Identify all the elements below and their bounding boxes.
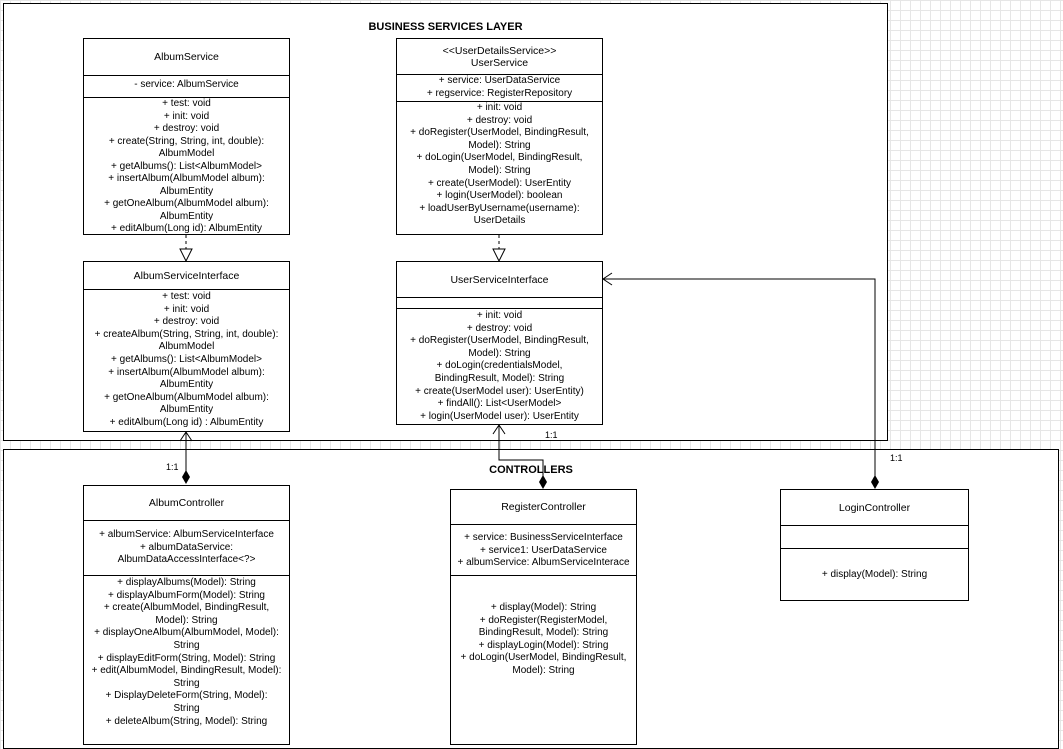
register-controller-name: RegisterController xyxy=(501,501,586,513)
album-service-interface-class[interactable]: AlbumServiceInterface + test: void + ini… xyxy=(83,261,290,432)
user-service-stereotype: <<UserDetailsService>> xyxy=(442,44,557,57)
register-controller-class[interactable]: RegisterController + service: BusinessSe… xyxy=(450,489,637,745)
user-service-class[interactable]: <<UserDetailsService>> UserService + ser… xyxy=(396,38,603,235)
album-service-interface-name: AlbumServiceInterface xyxy=(133,269,240,282)
album-service-interface-header: AlbumServiceInterface xyxy=(84,262,289,289)
user-service-attributes: + service: UserDataService + regservice:… xyxy=(397,74,602,101)
register-controller-header: RegisterController xyxy=(451,490,636,524)
album-service-header: AlbumService xyxy=(84,39,289,75)
album-service-methods: + test: void + init: void + destroy: voi… xyxy=(84,97,289,234)
user-realization-arrow xyxy=(492,248,506,263)
album-service-interface-methods: + test: void + init: void + destroy: voi… xyxy=(84,289,289,431)
login-composition-diamond xyxy=(871,475,879,489)
login-controller-name: LoginController xyxy=(838,501,911,514)
album-composition-arrow xyxy=(179,431,193,442)
user-service-methods: + init: void + destroy: void + doRegiste… xyxy=(397,101,602,234)
album-controller-header: AlbumController xyxy=(84,486,289,520)
user-service-name: UserService xyxy=(470,56,529,69)
album-service-class[interactable]: AlbumService - service: AlbumService + t… xyxy=(83,38,290,235)
login-controller-header: LoginController xyxy=(781,490,968,525)
user-service-interface-methods: + init: void + destroy: void + doRegiste… xyxy=(397,308,602,424)
album-service-name: AlbumService xyxy=(154,51,219,63)
album-multiplicity: 1:1 xyxy=(166,462,179,472)
register-multiplicity: 1:1 xyxy=(545,430,558,440)
album-realization-arrow xyxy=(179,248,193,263)
controllers-title: CONTROLLERS xyxy=(489,464,573,476)
user-service-interface-class[interactable]: UserServiceInterface + init: void + dest… xyxy=(396,261,603,425)
login-composition-arrow xyxy=(602,272,613,286)
login-composition-line xyxy=(603,278,876,476)
user-service-header: <<UserDetailsService>> UserService xyxy=(397,39,602,74)
login-controller-class[interactable]: LoginController + display(Model): String xyxy=(780,489,969,601)
register-composition-arrow xyxy=(492,424,506,435)
album-controller-name: AlbumController xyxy=(148,497,225,509)
business-services-title: BUSINESS SERVICES LAYER xyxy=(368,21,523,33)
user-service-interface-attributes xyxy=(397,297,602,308)
user-service-interface-header: UserServiceInterface xyxy=(397,262,602,297)
register-controller-attributes: + service: BusinessServiceInterface + se… xyxy=(451,524,636,575)
album-controller-methods: + displayAlbums(Model): String + display… xyxy=(84,575,289,745)
album-controller-attributes: + albumService: AlbumServiceInterface + … xyxy=(84,520,289,575)
user-service-interface-name: UserServiceInterface xyxy=(450,273,549,286)
album-composition-diamond xyxy=(182,470,190,484)
register-composition-diamond xyxy=(539,475,547,489)
login-controller-attributes xyxy=(781,525,968,548)
login-multiplicity: 1:1 xyxy=(890,453,903,463)
album-service-attributes: - service: AlbumService xyxy=(84,75,289,97)
login-controller-methods: + display(Model): String xyxy=(781,548,968,600)
register-controller-methods: + display(Model): String + doRegister(Re… xyxy=(451,575,636,744)
album-controller-class[interactable]: AlbumController + albumService: AlbumSer… xyxy=(83,485,290,745)
register-composition-line xyxy=(498,425,544,476)
